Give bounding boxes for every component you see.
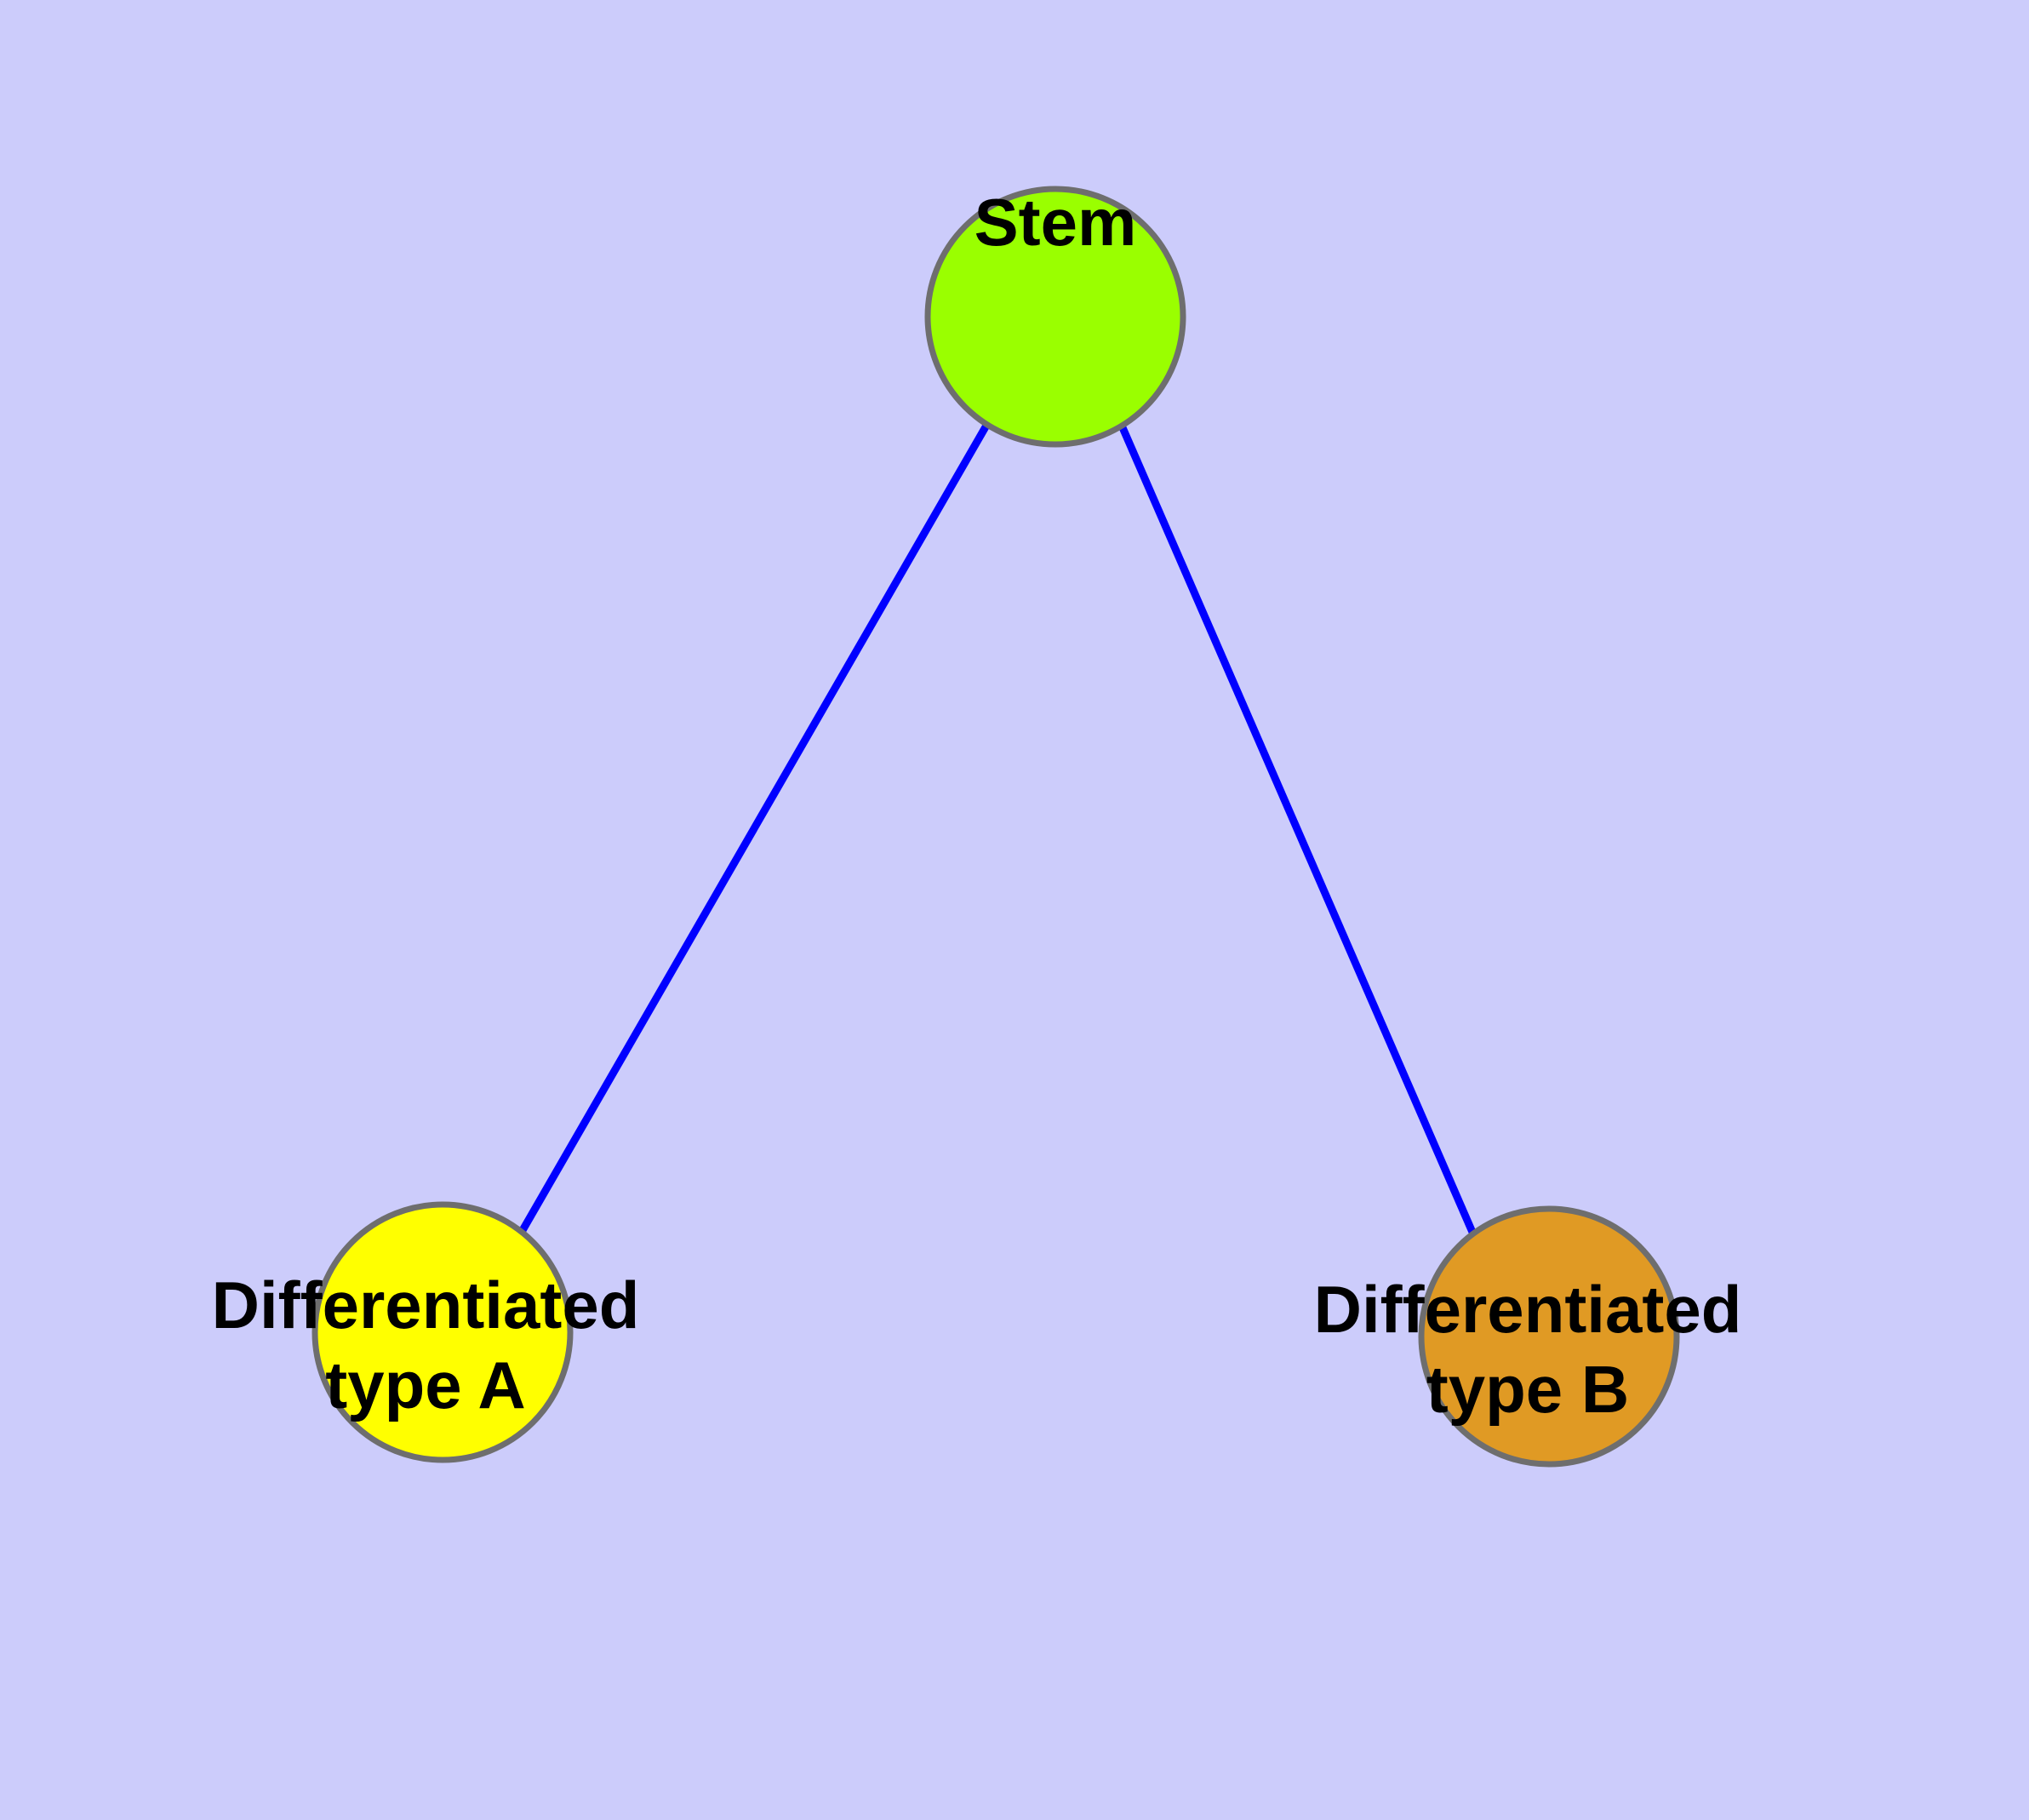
node-label-line: Differentiated [212, 1268, 640, 1342]
node-circle-diff-b[interactable] [1418, 1205, 1680, 1468]
node-label-line: type A [325, 1348, 526, 1422]
node-diff-a[interactable] [311, 1201, 574, 1463]
node-diff-b[interactable] [1418, 1205, 1680, 1468]
node-label-line: Differentiated [1314, 1272, 1742, 1347]
node-circle-diff-a[interactable] [311, 1201, 574, 1463]
node-stem[interactable] [924, 186, 1186, 448]
node-label-line: type B [1426, 1352, 1629, 1427]
edge-stem-to-diff-b[interactable] [1117, 424, 1478, 1238]
edge-layer [518, 421, 1478, 1238]
node-layer [311, 186, 1680, 1468]
edge-stem-to-diff-a[interactable] [518, 421, 991, 1234]
node-circle-stem[interactable] [924, 186, 1186, 448]
node-label-stem: Stem [974, 185, 1137, 260]
node-label-line: Stem [974, 185, 1137, 260]
